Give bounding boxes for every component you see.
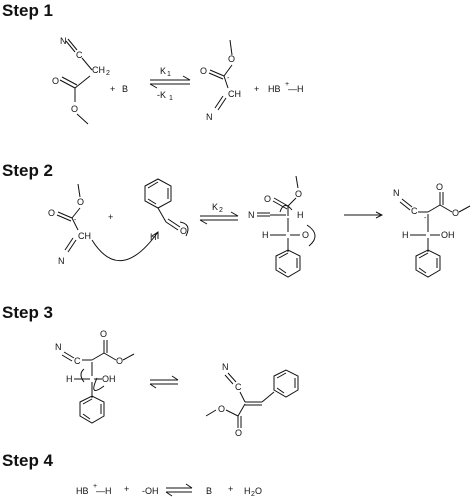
svg-text:+: + — [93, 483, 97, 490]
svg-text:N: N — [222, 362, 229, 372]
svg-text:H: H — [402, 230, 409, 240]
carbonyl-o-label: O — [52, 76, 59, 86]
svg-text:H: H — [297, 210, 304, 220]
svg-text:N: N — [248, 210, 255, 220]
minus-k1-label: -K — [157, 90, 166, 100]
ch-label: CH — [228, 89, 241, 99]
svg-text:1: 1 — [169, 95, 173, 102]
svg-text:H: H — [66, 374, 73, 384]
svg-text:O: O — [235, 428, 242, 438]
svg-text:B: B — [206, 486, 212, 496]
svg-text:+: + — [285, 81, 289, 88]
svg-text:2: 2 — [251, 491, 255, 497]
svg-text:O: O — [255, 486, 262, 496]
svg-text:O: O — [295, 189, 302, 199]
k2-label: K — [212, 202, 218, 212]
step-2-benzaldehyde: O H — [144, 178, 189, 242]
step-4-equation: HB + —H + -OH B + H 2 O — [76, 483, 262, 497]
svg-text:N: N — [58, 256, 65, 266]
svg-text:O: O — [100, 329, 107, 339]
step-2-carbanion-reactant: O O - CH N — [48, 183, 91, 266]
svg-text:+: + — [108, 212, 113, 222]
carbonyl-o-label: O — [200, 66, 207, 76]
step-2-title: Step 2 — [2, 161, 53, 180]
svg-text:+: + — [228, 484, 233, 494]
svg-text:C: C — [235, 382, 242, 392]
equilibrium-arrow-k1: K 1 -K 1 — [149, 66, 191, 102]
step-4-title: Step 4 — [2, 451, 54, 470]
step-2-alkoxide-intermediate: O O N H H O — [248, 175, 316, 278]
svg-text:O: O — [436, 182, 443, 192]
svg-text:C: C — [411, 206, 418, 216]
nitrile-n-label: N — [206, 112, 213, 122]
nitrile-n-label: N — [60, 36, 67, 46]
step-1-title: Step 1 — [2, 1, 53, 20]
svg-text:—H: —H — [288, 84, 304, 94]
plus-sign: + — [254, 84, 259, 94]
svg-text:-: - — [424, 215, 427, 222]
ester-o-label: O — [228, 54, 235, 64]
svg-text:-: - — [74, 217, 77, 224]
svg-text:OH: OH — [441, 230, 455, 240]
svg-text:H: H — [150, 232, 157, 242]
nitrile-c-label: C — [76, 50, 83, 60]
svg-text:OH: OH — [102, 374, 116, 384]
svg-text:O: O — [180, 226, 187, 236]
svg-text:2: 2 — [219, 207, 223, 214]
step-3-aldol-reactant: N C O O H OH — [55, 329, 135, 424]
carbanion-charge: - — [227, 75, 230, 82]
svg-text:O: O — [77, 197, 84, 207]
step-3-knoevenagel-product: N C O O — [205, 362, 299, 438]
k1-label: K — [160, 66, 166, 76]
svg-text:O: O — [302, 230, 309, 240]
svg-text:+: + — [124, 484, 129, 494]
svg-text:H: H — [244, 486, 251, 496]
plus-sign: + — [110, 84, 115, 94]
svg-text:O: O — [116, 356, 123, 366]
svg-text:H: H — [262, 230, 269, 240]
svg-text:N: N — [393, 188, 400, 198]
ester-o-label: O — [71, 104, 78, 114]
step-2-aldol-product: N C O O - H OH — [393, 182, 471, 278]
base-b-label: B — [122, 84, 128, 94]
svg-text:C: C — [74, 356, 81, 366]
step-3-title: Step 3 — [2, 303, 53, 322]
ch2-label: CH — [92, 65, 105, 75]
svg-text:CH: CH — [78, 231, 91, 241]
svg-text:HB: HB — [76, 486, 89, 496]
hb-plus-label: HB — [268, 84, 281, 94]
svg-text:O: O — [218, 404, 225, 414]
equilibrium-arrow-k2: K 2 — [199, 202, 239, 225]
svg-text:-OH: -OH — [142, 486, 159, 496]
svg-text:O: O — [264, 194, 271, 204]
svg-text:O: O — [48, 208, 55, 218]
svg-text:N: N — [55, 342, 62, 352]
step-3-equilibrium-arrow — [149, 375, 179, 389]
svg-text:1: 1 — [167, 71, 171, 78]
svg-text:—H: —H — [96, 486, 112, 496]
svg-text:O: O — [452, 208, 459, 218]
svg-text:2: 2 — [106, 70, 110, 77]
step-1-reactant-methyl-cyanoacetate: N C CH 2 O O — [52, 36, 110, 125]
nucleophilic-attack-arrow — [91, 231, 159, 262]
step-1-product-carbanion: O O - CH N — [200, 39, 241, 122]
